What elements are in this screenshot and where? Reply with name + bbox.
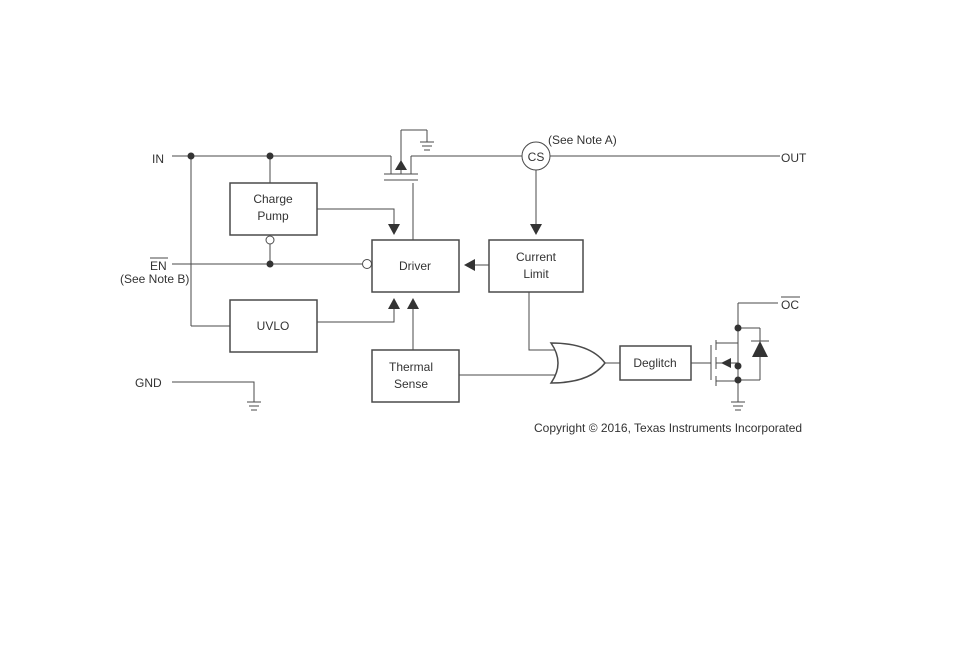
arrow-uvlo-to-driver (388, 298, 400, 309)
deglitch-box (619, 345, 692, 381)
charge-pump-enable-bubble (265, 235, 275, 245)
driver-block: Driver (362, 239, 460, 293)
junctions (187, 152, 742, 384)
charge-pump-label-1: Charge (253, 192, 293, 206)
pin-en-note: (See Note B) (120, 272, 189, 286)
charge-pump-box (229, 182, 318, 236)
charge-pump-block: Charge Pump (229, 182, 318, 245)
driver-box (371, 239, 460, 293)
arrow-current-limit-to-driver (464, 259, 475, 271)
thermal-sense-label-2: Sense (394, 377, 428, 391)
current-limit-block: Current Limit (488, 239, 584, 293)
charge-pump-to-driver-wire (317, 208, 395, 228)
junction-dot (734, 376, 742, 384)
oc-fet-body-arrow (721, 358, 731, 368)
wires (172, 129, 780, 411)
current-limit-box (488, 239, 584, 293)
uvlo-block: UVLO (229, 299, 318, 353)
deglitch-label: Deglitch (633, 356, 676, 370)
junction-dot (734, 324, 742, 332)
thermal-sense-label-1: Thermal (389, 360, 433, 374)
pin-en-label: EN (150, 259, 167, 273)
uvlo-label: UVLO (257, 319, 290, 333)
copyright-text: Copyright © 2016, Texas Instruments Inco… (534, 421, 802, 435)
thermal-sense-block: Thermal Sense (371, 349, 460, 403)
charge-pump-label-2: Pump (257, 209, 289, 223)
current-sense-circle (521, 141, 551, 171)
or-gate (549, 342, 606, 384)
pin-out-label: OUT (781, 151, 807, 165)
current-limit-label-1: Current (516, 250, 557, 264)
thermal-sense-box (371, 349, 460, 403)
arrows (388, 160, 542, 309)
current-sense: CS (See Note A) (521, 133, 617, 171)
junction-dot (266, 152, 274, 160)
driver-enable-bubble (362, 259, 372, 269)
current-limit-to-or-wire (528, 292, 556, 351)
diode-triangle (752, 341, 768, 357)
pin-in-label: IN (152, 152, 164, 166)
uvlo-to-driver-wire (317, 306, 395, 323)
pin-gnd-label: GND (135, 376, 162, 390)
junction-dot (266, 260, 274, 268)
gnd-wire (172, 381, 255, 402)
pin-oc-label: OC (781, 298, 799, 312)
arrow-thermal-to-driver (407, 298, 419, 309)
current-limit-label-2: Limit (523, 267, 549, 281)
arrow-cs-to-current-limit (530, 224, 542, 235)
junction-dot (734, 362, 742, 370)
current-sense-label: CS (528, 150, 545, 164)
junction-dot (187, 152, 195, 160)
arrow-mosfet-body (395, 160, 407, 170)
deglitch-block: Deglitch (619, 345, 692, 381)
driver-label: Driver (399, 259, 431, 273)
oc-output-fet (710, 302, 778, 411)
arrow-charge-pump-to-driver (388, 224, 400, 235)
current-sense-note: (See Note A) (548, 133, 617, 147)
uvlo-box (229, 299, 318, 353)
